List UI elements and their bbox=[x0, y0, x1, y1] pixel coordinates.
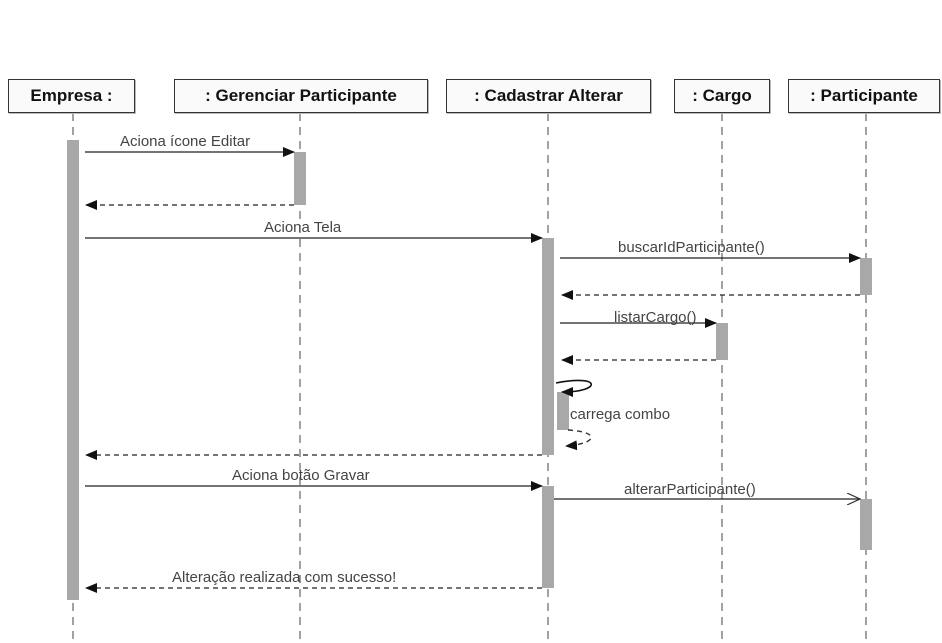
activation-cadastrar-3 bbox=[557, 392, 569, 430]
lifeline-gerenciar-participante-label: : Gerenciar Participante bbox=[205, 86, 397, 105]
message-carrega-combo-return-arrow bbox=[565, 429, 592, 451]
lifeline-gerenciar-participante-header: : Gerenciar Participante bbox=[174, 79, 428, 113]
activation-participante-5 bbox=[860, 258, 872, 295]
lifeline-cadastrar-alterar-header: : Cadastrar Alterar bbox=[446, 79, 651, 113]
activation-participante-7 bbox=[860, 499, 872, 550]
message-aciona-tela-label: Aciona Tela bbox=[264, 219, 342, 236]
activation-empresa-0 bbox=[67, 140, 79, 600]
message-aciona-icone-editar-label: Aciona ícone Editar bbox=[120, 133, 250, 150]
activation-cadastrar-6 bbox=[542, 486, 554, 588]
lifeline-cadastrar-alterar-label: : Cadastrar Alterar bbox=[474, 86, 623, 105]
message-buscar-id-participante-label: buscarIdParticipante() bbox=[618, 239, 765, 256]
message-listar-cargo-label: listarCargo() bbox=[614, 309, 697, 326]
lifeline-participante-label: : Participante bbox=[810, 86, 918, 105]
activation-gerenciar-1 bbox=[294, 152, 306, 205]
message-carrega-combo-arrow bbox=[555, 379, 592, 397]
message-carrega-combo-label: carrega combo bbox=[570, 406, 670, 423]
lifeline-cargo-label: : Cargo bbox=[692, 86, 752, 105]
message-aciona-botao-gravar-label: Aciona botão Gravar bbox=[232, 467, 370, 484]
message-alteracao-realizada-label: Alteração realizada com sucesso! bbox=[172, 569, 396, 586]
lifeline-empresa-label: Empresa : bbox=[30, 86, 113, 105]
activation-cadastrar-2 bbox=[542, 238, 554, 455]
lifeline-cargo-header: : Cargo bbox=[674, 79, 770, 113]
lifeline-participante-header: : Participante bbox=[788, 79, 940, 113]
activation-cargo-4 bbox=[716, 323, 728, 360]
message-alterar-participante-label: alterarParticipante() bbox=[624, 481, 756, 498]
lifeline-empresa-header: Empresa : bbox=[8, 79, 135, 113]
